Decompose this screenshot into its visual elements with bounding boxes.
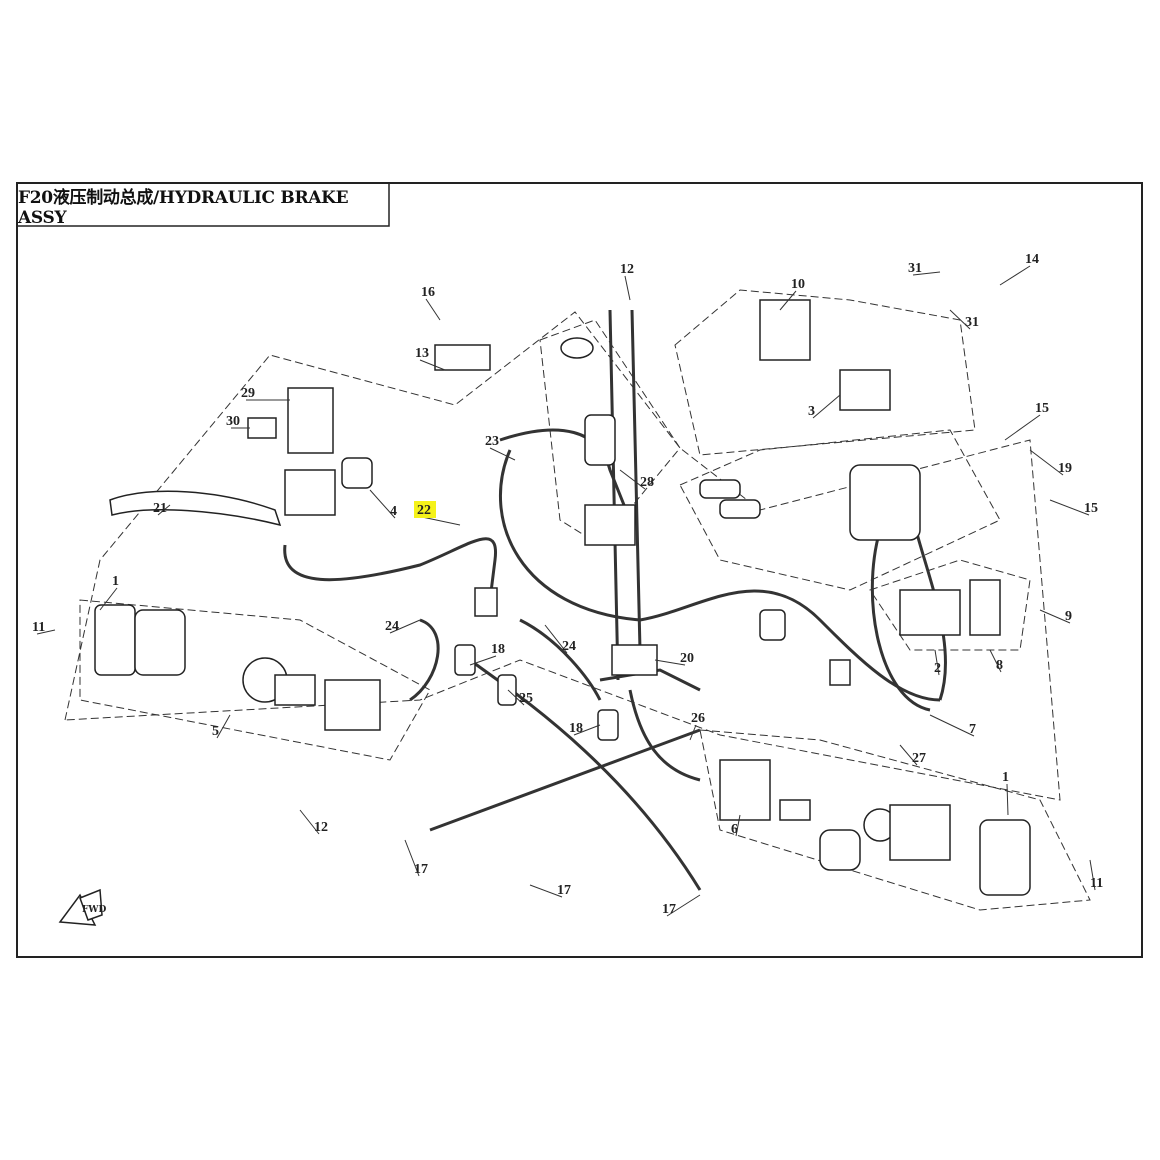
leader-line <box>1006 783 1009 816</box>
callout-17: 17 <box>414 862 428 877</box>
leader-line <box>666 894 701 917</box>
callout-29: 29 <box>241 386 255 401</box>
callout-31: 31 <box>908 261 922 276</box>
leader-line <box>999 265 1031 286</box>
leader-line <box>689 724 697 741</box>
leader-line <box>544 624 568 654</box>
leader-line <box>389 619 421 634</box>
callout-27: 27 <box>912 751 926 766</box>
leader-line <box>157 504 171 516</box>
callout-12: 12 <box>620 262 634 277</box>
leader-line <box>1049 499 1090 516</box>
leader-line <box>735 814 741 837</box>
callout-16: 16 <box>421 285 435 300</box>
callout-8: 8 <box>996 658 1003 673</box>
leader-line <box>912 271 941 276</box>
callout-17: 17 <box>662 902 676 917</box>
leader-line <box>99 587 118 611</box>
callout-5: 5 <box>212 724 219 739</box>
leader-line <box>1039 609 1071 624</box>
callout-7: 7 <box>969 722 976 737</box>
leader-line <box>404 839 420 877</box>
callout-14: 14 <box>1025 252 1039 267</box>
callout-6: 6 <box>731 822 738 837</box>
callout-3: 3 <box>808 404 815 419</box>
leader-line <box>36 629 56 635</box>
drawing-frame <box>16 182 1143 958</box>
leader-line <box>469 655 497 666</box>
callout-12: 12 <box>314 820 328 835</box>
leader-line <box>929 714 975 737</box>
leader-line <box>949 309 971 330</box>
callout-22: 22 <box>417 503 431 518</box>
callout-19: 19 <box>1058 461 1072 476</box>
leader-line <box>529 884 563 898</box>
callout-15: 15 <box>1084 501 1098 516</box>
leader-line <box>425 298 441 321</box>
callout-15: 15 <box>1035 401 1049 416</box>
callout-31: 31 <box>965 315 979 330</box>
callout-13: 13 <box>415 346 429 361</box>
leader-line <box>934 649 940 676</box>
leader-line <box>654 659 686 666</box>
leader-line <box>624 275 631 301</box>
callout-4: 4 <box>390 504 397 519</box>
callout-11: 11 <box>1090 876 1103 891</box>
callout-9: 9 <box>1065 609 1072 624</box>
callout-10: 10 <box>791 277 805 292</box>
callout-18: 18 <box>491 642 505 657</box>
callout-11: 11 <box>32 620 45 635</box>
leader-line <box>421 516 461 526</box>
diagram-title: F20液压制动总成/HYDRAULIC BRAKE ASSY <box>18 187 349 228</box>
svg-text:FWD: FWD <box>82 905 106 915</box>
leader-line <box>899 744 918 766</box>
leader-line <box>1029 449 1064 476</box>
callout-26: 26 <box>691 711 705 726</box>
callout-highlight <box>414 501 436 518</box>
leader-line <box>779 290 797 311</box>
callout-23: 23 <box>485 434 499 449</box>
callout-17: 17 <box>557 883 571 898</box>
callout-28: 28 <box>640 475 654 490</box>
callout-2: 2 <box>934 661 941 676</box>
callout-1: 1 <box>112 574 119 589</box>
leader-line <box>216 714 231 739</box>
callout-30: 30 <box>226 414 240 429</box>
leader-line <box>989 649 1002 673</box>
leader-line <box>1089 859 1096 891</box>
callout-20: 20 <box>680 651 694 666</box>
leader-lines <box>36 265 1096 917</box>
leader-line <box>507 689 525 706</box>
callout-1: 1 <box>1002 770 1009 785</box>
leader-line <box>1004 414 1041 441</box>
leader-line <box>369 489 396 519</box>
fwd-logo: FWD <box>58 888 106 926</box>
callout-24: 24 <box>562 639 576 654</box>
leader-line <box>619 469 646 490</box>
leader-line <box>489 447 516 461</box>
callout-25: 25 <box>519 691 533 706</box>
leader-line <box>299 809 320 835</box>
callout-21: 21 <box>153 501 167 516</box>
leader-line <box>573 724 601 736</box>
leader-line <box>812 394 841 419</box>
leader-line <box>419 359 446 371</box>
callout-18: 18 <box>569 721 583 736</box>
part-shapes <box>94 299 1031 896</box>
callout-24: 24 <box>385 619 399 634</box>
